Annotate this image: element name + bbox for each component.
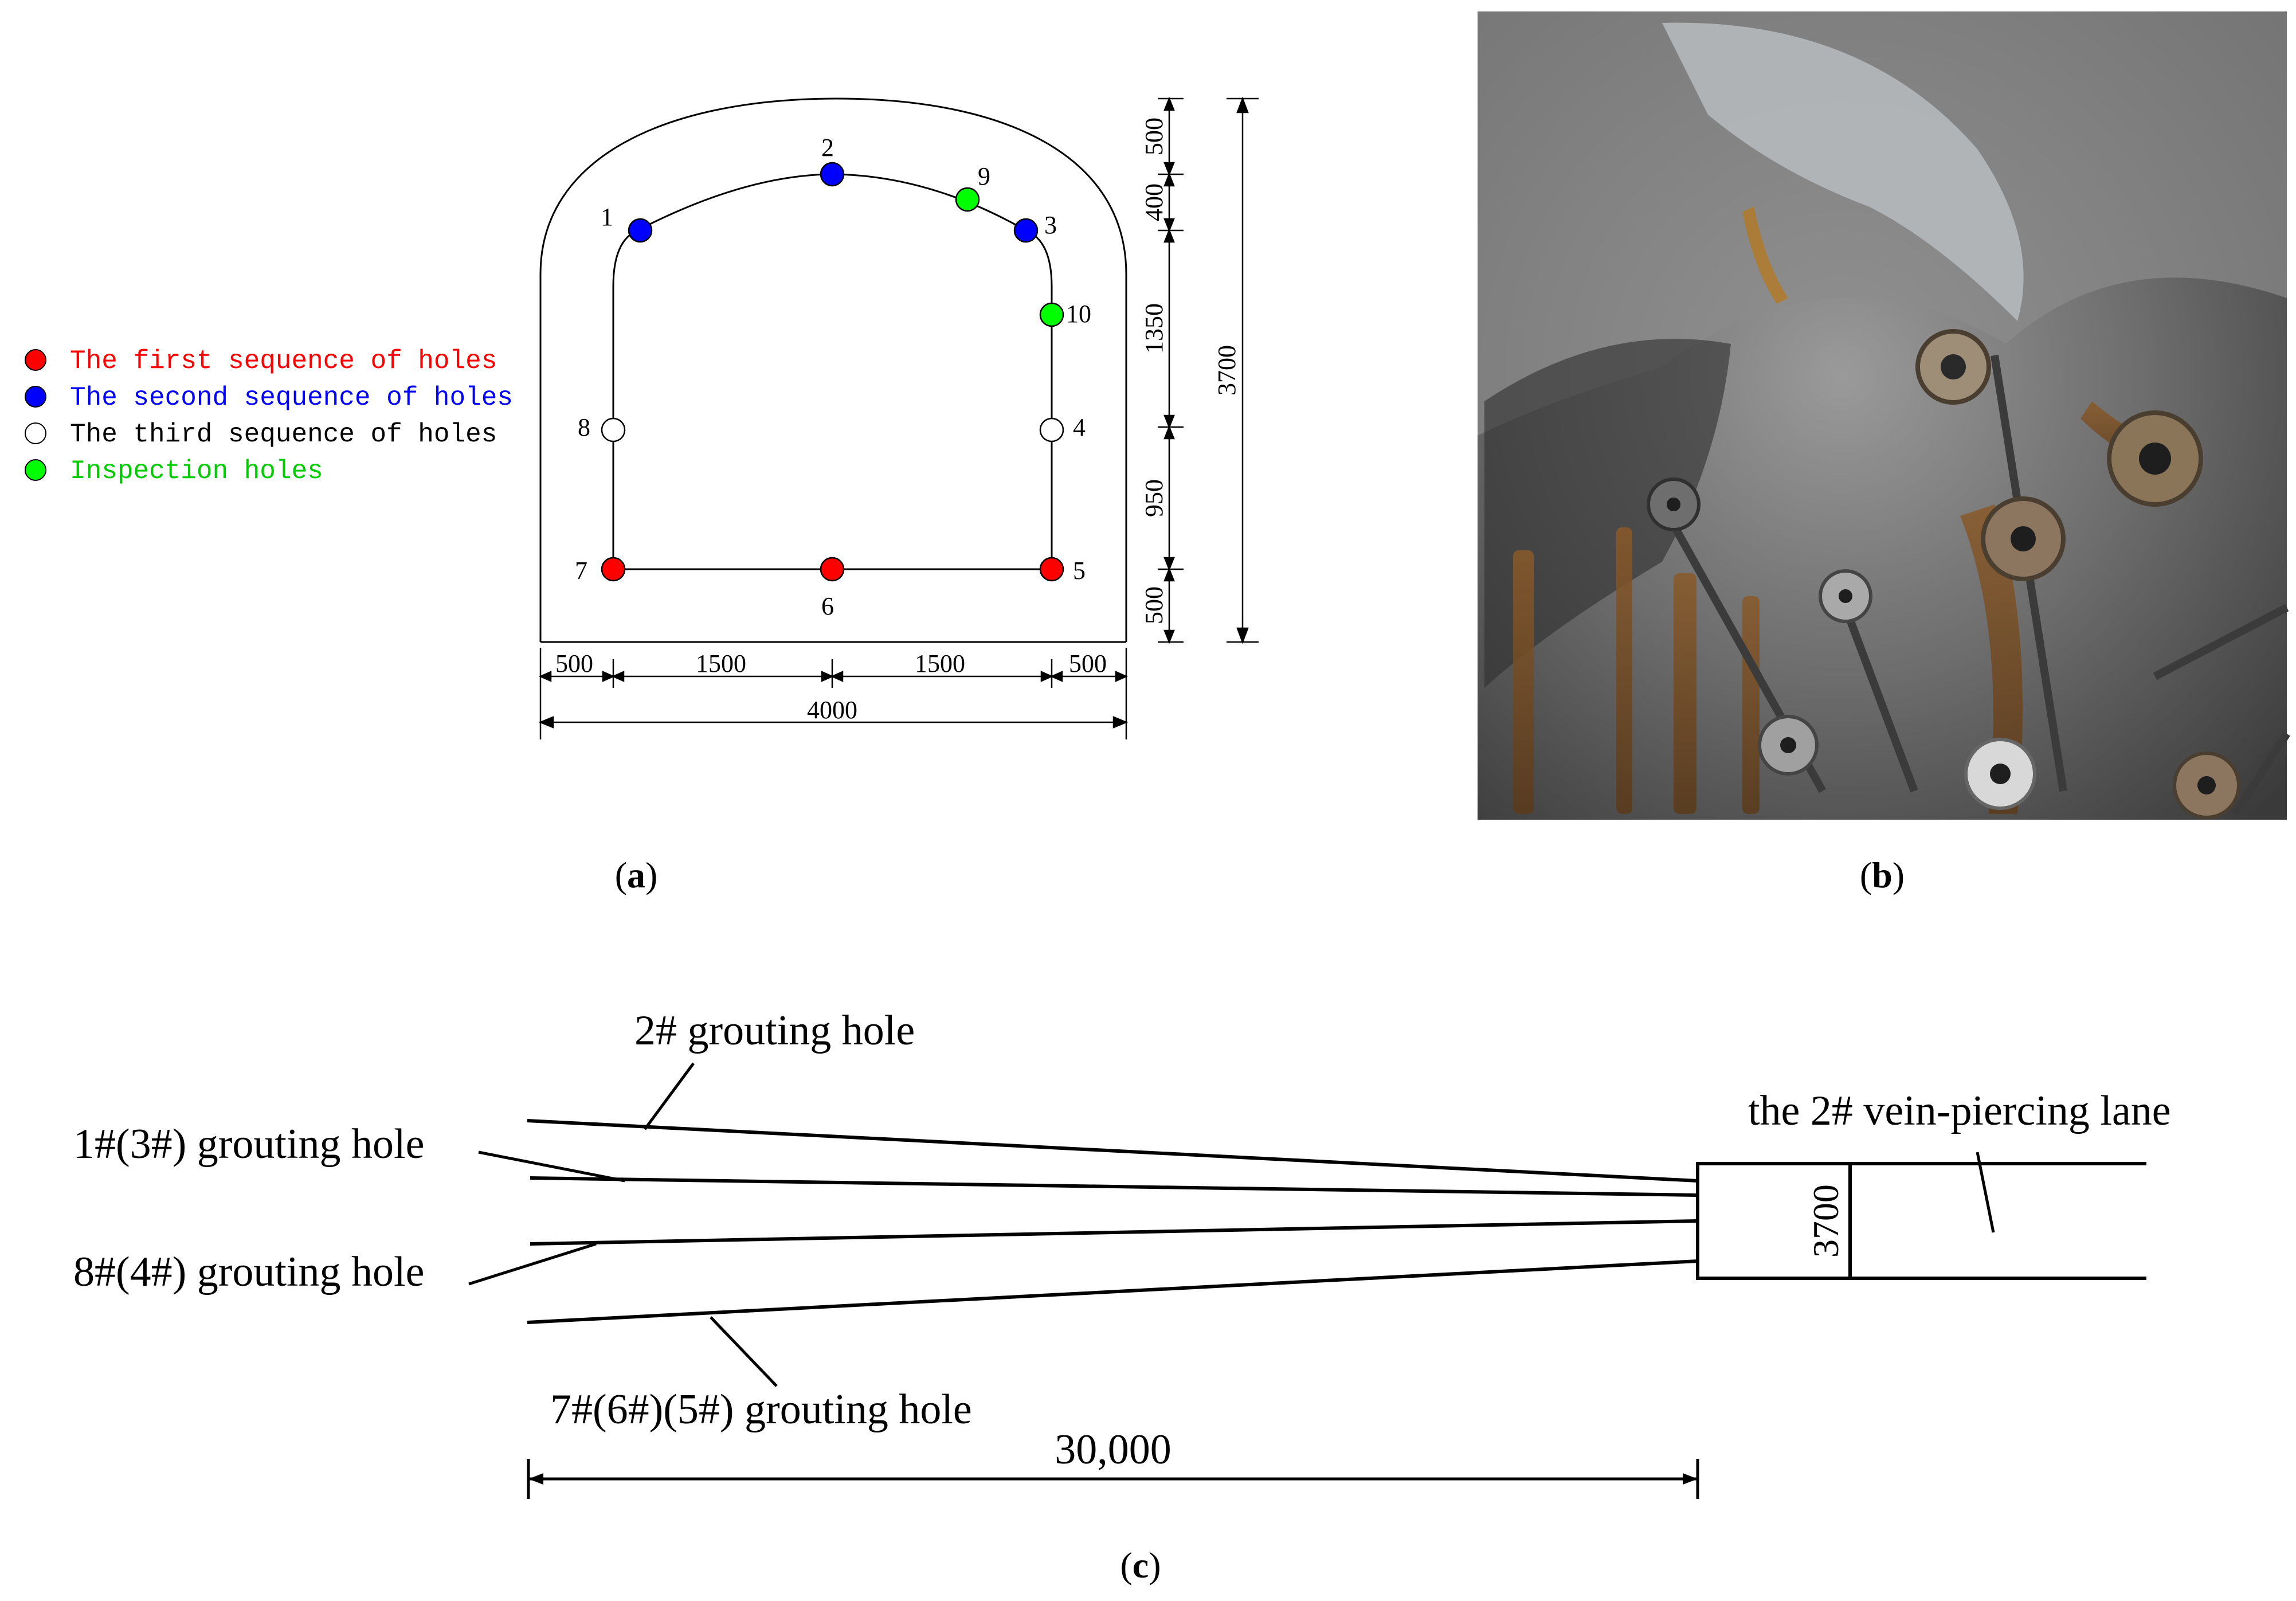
bottom-dimensions (538, 648, 1129, 739)
outer-tunnel-outline (539, 97, 1127, 642)
hole-marker-2 (820, 162, 845, 187)
photo-shotcrete-area (1478, 11, 2287, 436)
leader-lane (1976, 1152, 1995, 1233)
hole-number-8: 8 (578, 413, 590, 441)
bottom-dimension-labels: 500 1500 1500 500 4000 (555, 649, 1107, 724)
panel-c-longitudinal (468, 1062, 2146, 1499)
dim-total-height: 3700 (1213, 345, 1241, 396)
hole-line-1-3 (530, 1176, 1698, 1197)
flange-3 (1981, 496, 2066, 581)
hole-line-7-6-5 (527, 1259, 1698, 1324)
hole-marker-1 (628, 218, 653, 243)
hole-line-8-4 (530, 1219, 1698, 1246)
dim-bottom-1: 500 (555, 649, 593, 678)
leader-hole-8-4 (468, 1242, 597, 1286)
panel-c-labels: 2# grouting hole 1#(3#) grouting hole 8#… (73, 1007, 2171, 1473)
hole-number-5: 5 (1073, 557, 1086, 585)
photo-dark-arch (1484, 339, 1731, 688)
dim-right-4: 950 (1140, 479, 1168, 517)
hole-number-labels: 1 2 3 4 5 6 7 8 9 10 (575, 134, 1091, 620)
photo-rust-streaks (1513, 206, 2189, 814)
dim-right-3: 1350 (1140, 303, 1168, 354)
panel-b-photo (1478, 11, 2290, 820)
dim-bottom-3: 1500 (915, 649, 965, 678)
legend: The first sequence of holes The second s… (25, 346, 513, 486)
label-lane: the 2# vein-piercing lane (1748, 1087, 2171, 1134)
hole-number-6: 6 (821, 592, 834, 620)
hole-number-10: 10 (1066, 300, 1091, 328)
label-hole-1-3: 1#(3#) grouting hole (73, 1121, 424, 1168)
dim-right-5: 500 (1140, 586, 1168, 624)
hole-number-4: 4 (1073, 413, 1086, 441)
hole-number-3: 3 (1044, 211, 1057, 239)
holes-layer (601, 162, 1064, 582)
hole-number-9: 9 (978, 162, 990, 190)
dim-right-1: 500 (1140, 118, 1168, 155)
legend-swatch-first (25, 349, 46, 371)
hole-marker-9 (955, 187, 980, 212)
panel-b-caption: (b) (1860, 855, 1905, 895)
leader-hole-1-3 (478, 1150, 625, 1183)
legend-label-third: The third sequence of holes (70, 420, 497, 449)
legend-label-second: The second sequence of holes (70, 383, 513, 413)
dim-total-width: 4000 (807, 696, 857, 724)
flange-2 (2107, 410, 2203, 507)
label-hole-8-4: 8#(4#) grouting hole (73, 1248, 424, 1295)
flange-4 (1647, 477, 1701, 531)
flange-1 (1915, 329, 1991, 405)
panel-c-caption: (c) (1120, 1545, 1161, 1586)
legend-label-first: The first sequence of holes (70, 346, 497, 376)
right-dimensions (1158, 96, 1259, 644)
flange-5 (1819, 569, 1872, 623)
hole-number-7: 7 (575, 557, 587, 585)
label-hole-2: 2# grouting hole (634, 1007, 915, 1054)
panel-c-letter: c (1133, 1545, 1149, 1586)
hole-line-2 (527, 1119, 1698, 1183)
photo-light-patch (1662, 22, 2024, 322)
hole-marker-3 (1013, 218, 1039, 243)
dim-bottom-2: 1500 (696, 649, 746, 678)
panel-a-caption: (a) (615, 855, 658, 895)
leader-hole-2 (643, 1062, 695, 1130)
panel-b-letter: b (1872, 855, 1893, 895)
flange-8 (2173, 751, 2240, 819)
panel-a-letter: a (627, 855, 645, 895)
hole-number-1: 1 (601, 203, 613, 231)
flange-6 (1758, 715, 1819, 776)
label-length: 30,000 (1055, 1426, 1171, 1473)
hole-marker-8 (601, 417, 626, 443)
hole-marker-10 (1039, 302, 1064, 327)
leader-hole-7-6-5 (710, 1316, 778, 1387)
legend-swatch-second (25, 386, 46, 408)
hole-marker-7 (601, 557, 626, 582)
label-lane-height: 3700 (1805, 1184, 1846, 1258)
photo-flanges (1647, 329, 2240, 819)
legend-label-inspection: Inspection holes (70, 456, 323, 486)
legend-swatch-inspection (25, 459, 46, 481)
flange-7 (1964, 738, 2036, 810)
legend-swatch-third (25, 422, 46, 444)
hole-number-2: 2 (821, 134, 834, 162)
hole-marker-4 (1039, 417, 1064, 443)
label-hole-7-6-5: 7#(6#)(5#) grouting hole (550, 1386, 972, 1433)
inner-grouting-outline (612, 173, 1053, 570)
dim-right-2: 400 (1140, 183, 1168, 221)
hole-marker-6 (820, 557, 845, 582)
right-dimension-labels: 500 400 1350 950 500 3700 (1140, 118, 1241, 624)
dim-bottom-4: 500 (1069, 649, 1107, 678)
hole-marker-5 (1039, 557, 1064, 582)
